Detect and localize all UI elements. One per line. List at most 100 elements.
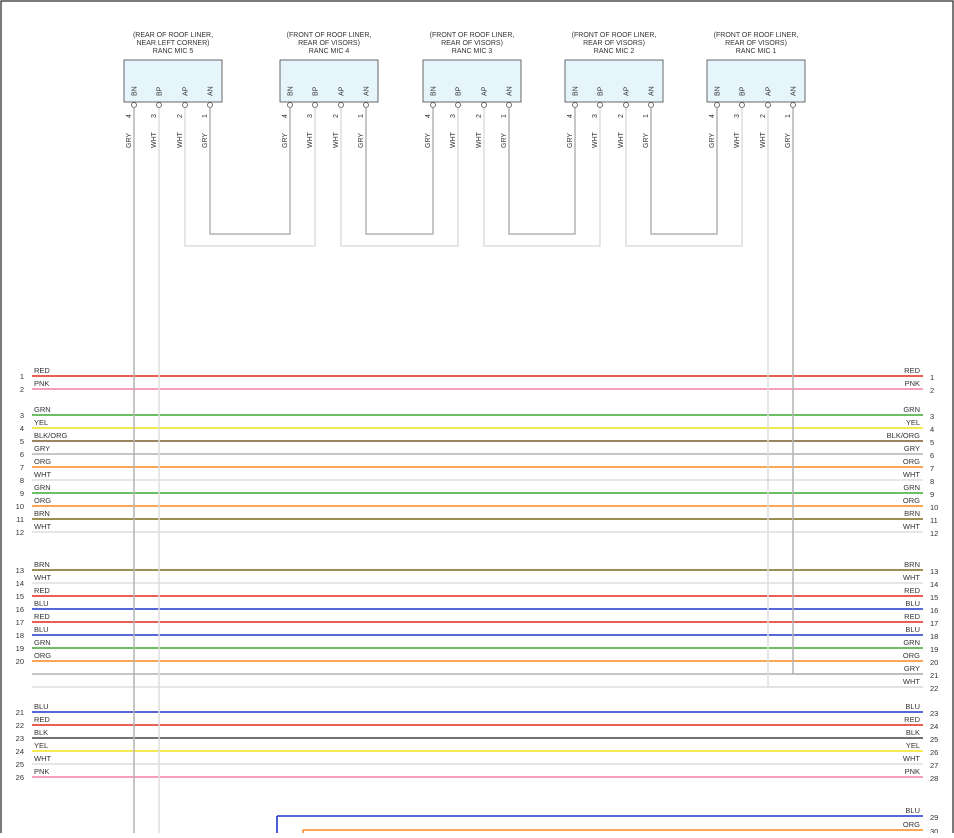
wire-left-label: WHT <box>34 470 51 479</box>
wire-right-label: YEL <box>906 741 920 750</box>
pin-terminal <box>597 102 603 108</box>
pin-name: AN <box>791 86 798 96</box>
wire-left-label: ORG <box>34 651 51 660</box>
wire-right-number: 8 <box>930 477 934 486</box>
wire-left-number: 10 <box>16 502 24 511</box>
wire-left-number: 13 <box>16 566 24 575</box>
wire-left-number: 21 <box>16 708 24 717</box>
connector-body <box>564 59 664 103</box>
pin-number: 1 <box>501 114 508 118</box>
wire-left-label: BRN <box>34 509 50 518</box>
wire-right-number: 23 <box>930 709 938 718</box>
wire-left-label: BLK <box>34 728 48 737</box>
pin-wire-color: WHT <box>307 131 314 148</box>
wire-right-number: 5 <box>930 438 934 447</box>
wire-right-label: BLU <box>905 599 920 608</box>
connector-body <box>279 59 379 103</box>
wire-left-label: YEL <box>34 741 48 750</box>
wire-right-number: 15 <box>930 593 938 602</box>
wire-left-number: 8 <box>20 476 24 485</box>
connector-ranc-mic-4: (FRONT OF ROOF LINER,REAR OF VISORS)RANC… <box>279 32 379 148</box>
wire-right-label: PNK <box>905 379 920 388</box>
wire-left-number: 1 <box>20 372 24 381</box>
wire-right-number: 17 <box>930 619 938 628</box>
wire-left-number: 12 <box>16 528 24 537</box>
wire-right-number: 13 <box>930 567 938 576</box>
connector-caption: (FRONT OF ROOF LINER, <box>287 32 372 39</box>
lead-link-gry <box>365 108 434 235</box>
pin-number: 1 <box>202 114 209 118</box>
pin-name: BP <box>157 86 164 96</box>
pin-name: AP <box>183 86 190 96</box>
wire-left-number: 16 <box>16 605 24 614</box>
pin-terminal <box>338 102 344 108</box>
pin-terminal <box>739 102 745 108</box>
lead-link-wht <box>340 108 459 247</box>
wire-right-label: WHT <box>903 754 920 763</box>
pin-name: BN <box>132 86 139 96</box>
mic-leads <box>133 108 923 833</box>
lead-link-wht <box>184 108 316 247</box>
pin-number: 3 <box>592 114 599 118</box>
wire-left-label: GRN <box>34 483 51 492</box>
wire-left-label: YEL <box>34 418 48 427</box>
pin-wire-color: GRY <box>425 133 432 148</box>
pin-number: 1 <box>358 114 365 118</box>
wire-left-label: BRN <box>34 560 50 569</box>
pin-terminal <box>506 102 512 108</box>
wire-right-label: YEL <box>906 418 920 427</box>
wire-left-label: WHT <box>34 522 51 531</box>
connector-body <box>706 59 806 103</box>
pin-number: 2 <box>476 114 483 118</box>
wire-left-label: BLU <box>34 599 49 608</box>
connector-body <box>123 59 223 103</box>
pin-name: BP <box>456 86 463 96</box>
pin-name: AP <box>339 86 346 96</box>
wire-left-number: 26 <box>16 773 24 782</box>
pin-wire-color: GRY <box>785 133 792 148</box>
pin-number: 1 <box>643 114 650 118</box>
wire-right-label: BLU <box>905 625 920 634</box>
pin-name: BN <box>431 86 438 96</box>
wire-left-number: 2 <box>20 385 24 394</box>
connector-caption: REAR OF VISORS) <box>298 40 360 47</box>
wire-right-label: BLK <box>906 728 920 737</box>
wire-right-number: 6 <box>930 451 934 460</box>
pin-terminal <box>623 102 629 108</box>
wire-right-number: 10 <box>930 503 938 512</box>
pin-number: 4 <box>282 114 289 118</box>
pin-name: BP <box>313 86 320 96</box>
pin-terminal <box>156 102 162 108</box>
pin-number: 4 <box>126 114 133 118</box>
wire-right-label: WHT <box>903 522 920 531</box>
pin-terminal <box>312 102 318 108</box>
wire-right-number: 12 <box>930 529 938 538</box>
wire-right-label: RED <box>904 366 920 375</box>
wire-right-number: 4 <box>930 425 934 434</box>
wire-left-label: RED <box>34 715 50 724</box>
wire-left-label: RED <box>34 586 50 595</box>
wire-right-label: BLU <box>905 806 920 815</box>
wire-left-label: BLU <box>34 702 49 711</box>
pin-terminal <box>287 102 293 108</box>
wire-left-number: 23 <box>16 734 24 743</box>
wire-right-label: PNK <box>905 767 920 776</box>
wire-right-number: 19 <box>930 645 938 654</box>
wire-right-label: ORG <box>903 820 920 829</box>
wire-12: WHT 12 WHT 12 <box>16 522 939 538</box>
